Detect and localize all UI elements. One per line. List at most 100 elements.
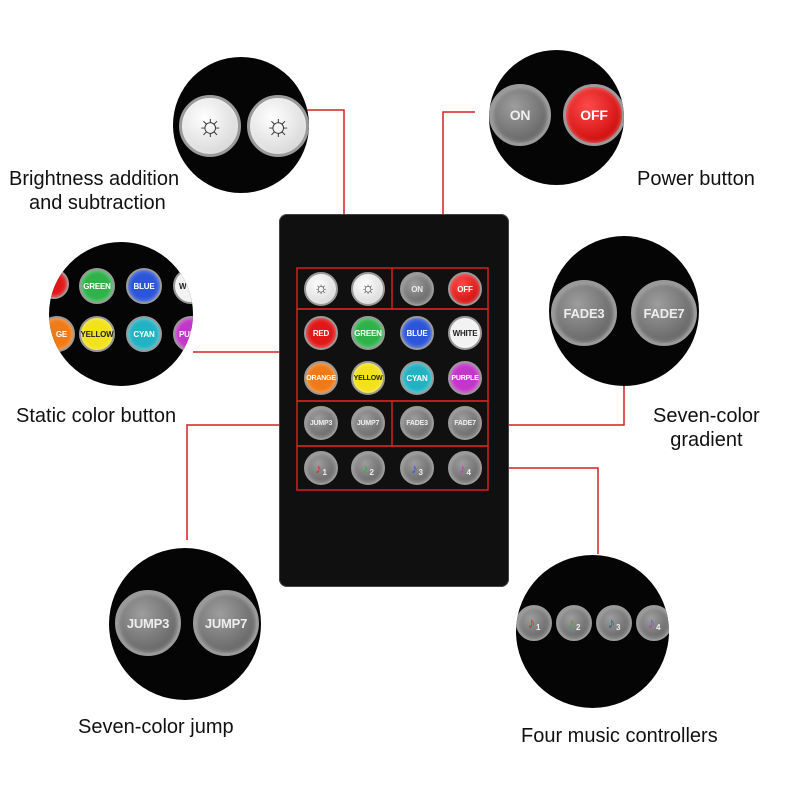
off-label: OFF [457,284,473,294]
music-button-1[interactable]: ♪1 [304,451,338,485]
zoom-music-button-3: ♪3 [596,605,632,641]
zoom-color-label: PUR [179,329,193,339]
gradient-caption-line1: Seven-color [653,405,760,427]
zoom-fade7-button: FADE7 [631,280,697,346]
music-number: 4 [466,467,471,477]
gradient-zoom-circle: FADE3 FADE7 [549,236,699,386]
music-button-3[interactable]: ♪3 [400,451,434,485]
music-caption: Four music controllers [521,725,718,747]
jump7-label: JUMP7 [356,419,380,427]
color-label: ORANGE [306,374,336,382]
music-note-icon: ♪ [647,614,656,632]
zoom-music-number: 3 [616,622,621,632]
color-button-purple[interactable]: PURPLE [448,361,482,395]
music-number: 2 [369,467,374,477]
fade7-button[interactable]: FADE7 [448,406,482,440]
music-note-icon: ♪ [607,614,616,632]
brightness-up-button[interactable]: ☼ [304,272,338,306]
color-label: CYAN [406,373,428,383]
zoom-orange-button: GE [49,316,75,352]
jump-caption: Seven-color jump [78,716,234,738]
zoom-off-button: OFF [563,84,624,146]
jump-connector [186,424,298,540]
zoom-fade7-label: FADE7 [643,305,685,321]
zoom-music-button-1: ♪1 [516,605,552,641]
gradient-caption-line2: gradient [670,429,743,451]
zoom-color-label: CYAN [133,329,155,339]
zoom-jump7-label: JUMP7 [204,615,248,631]
zoom-color-label: GREEN [83,281,111,291]
zoom-off-label: OFF [580,107,608,123]
color-button-white[interactable]: WHITE [448,316,482,350]
zoom-jump7-button: JUMP7 [193,590,259,656]
zoom-color-label: YELLOW [80,329,114,339]
music-button-2[interactable]: ♪2 [351,451,385,485]
zoom-music-number: 4 [656,622,661,632]
gradient-connector [488,380,625,426]
music-button-4[interactable]: ♪4 [448,451,482,485]
brightness-caption-line1: Brightness addition [9,168,180,190]
sun-down-icon: ☼ [264,109,292,142]
jump3-button[interactable]: JUMP3 [304,406,338,440]
jump7-button[interactable]: JUMP7 [351,406,385,440]
color-button-red[interactable]: RED [304,316,338,350]
power-caption: Power button [637,168,755,190]
color-label: RED [312,328,330,338]
color-button-green[interactable]: GREEN [351,316,385,350]
zoom-music-number: 1 [536,622,541,632]
music-number: 3 [418,467,423,477]
jump3-label: JUMP3 [309,419,333,427]
sun-up-icon: ☼ [313,280,329,297]
off-button[interactable]: OFF [448,272,482,306]
color-button-orange[interactable]: ORANGE [304,361,338,395]
on-button[interactable]: ON [400,272,434,306]
music-connector [488,467,599,554]
fade7-label: FADE7 [454,419,476,427]
zoom-fade3-button: FADE3 [551,280,617,346]
static-caption: Static color button [16,405,177,427]
zoom-on-label: ON [509,107,531,123]
zoom-purple-button: PUR [173,316,193,352]
fade3-button[interactable]: FADE3 [400,406,434,440]
zoom-yellow-button: YELLOW [79,316,115,352]
on-label: ON [411,284,423,294]
fade3-label: FADE3 [406,419,428,427]
zoom-white-button: W [173,268,193,304]
music-zoom-circle: ♪1 ♪2 ♪3 ♪4 [516,555,669,708]
power-zoom-circle: ON OFF [489,50,624,185]
music-note-icon: ♪ [459,460,466,476]
zoom-music-button-4: ♪4 [636,605,669,641]
zoom-on-button: ON [489,84,551,146]
zoom-music-button-2: ♪2 [556,605,592,641]
zoom-fade3-label: FADE3 [563,305,605,321]
zoom-cyan-button: CYAN [126,316,162,352]
music-number: 1 [322,467,327,477]
color-label: BLUE [406,328,428,338]
color-button-cyan[interactable]: CYAN [400,361,434,395]
jump-zoom-circle: JUMP3 JUMP7 [109,548,261,700]
zoom-brightness-down-button: ☼ [247,95,309,157]
zoom-jump3-label: JUMP3 [126,615,170,631]
music-note-icon: ♪ [362,460,369,476]
sun-up-icon: ☼ [196,109,224,142]
zoom-blue-button: BLUE [126,268,162,304]
brightness-zoom-circle: ☼ ☼ [173,57,309,193]
zoom-jump3-button: JUMP3 [115,590,181,656]
music-note-icon: ♪ [315,460,322,476]
music-note-icon: ♪ [527,614,536,632]
brightness-caption: Brightness addition and subtraction [9,167,179,215]
brightness-caption-line2: and subtraction [29,192,166,214]
color-button-blue[interactable]: BLUE [400,316,434,350]
color-button-yellow[interactable]: YELLOW [351,361,385,395]
music-note-icon: ♪ [411,460,418,476]
zoom-red-button [49,269,69,299]
color-label: WHITE [452,328,478,338]
zoom-green-button: GREEN [79,268,115,304]
color-label: YELLOW [353,374,383,382]
music-note-icon: ♪ [567,614,576,632]
gradient-caption: Seven-color gradient [653,404,760,452]
zoom-brightness-up-button: ☼ [179,95,241,157]
brightness-down-button[interactable]: ☼ [351,272,385,306]
static-color-zoom-circle: GREEN BLUE W GE YELLOW CYAN PUR [49,242,193,386]
